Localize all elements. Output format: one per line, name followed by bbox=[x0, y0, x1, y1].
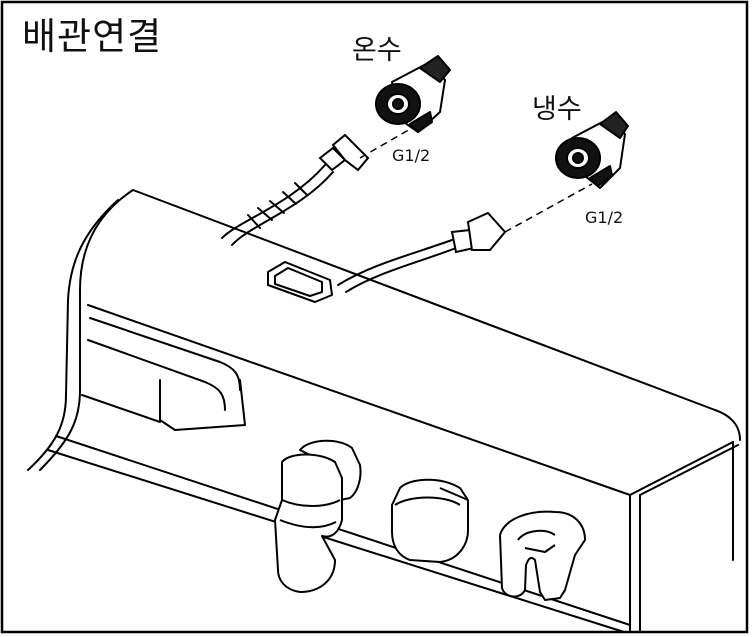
cold-water-valve-icon bbox=[555, 111, 629, 189]
hot-water-valve-icon bbox=[375, 55, 451, 133]
cold-thread-label: G1/2 bbox=[585, 208, 624, 227]
shower-holder bbox=[499, 510, 586, 601]
hot-thread-label: G1/2 bbox=[392, 146, 431, 165]
faucet-body bbox=[27, 189, 741, 633]
hot-water-hose bbox=[221, 133, 370, 246]
hot-connection-guide bbox=[359, 127, 413, 159]
cold-water-hose bbox=[337, 211, 507, 293]
hot-water-label: 온수 bbox=[352, 35, 402, 66]
cold-water-label: 냉수 bbox=[532, 94, 582, 125]
diverter-knob bbox=[391, 478, 469, 563]
mixer-lever bbox=[274, 439, 362, 593]
cold-connection-guide bbox=[504, 183, 593, 233]
page-title: 배관연결 bbox=[22, 15, 163, 58]
